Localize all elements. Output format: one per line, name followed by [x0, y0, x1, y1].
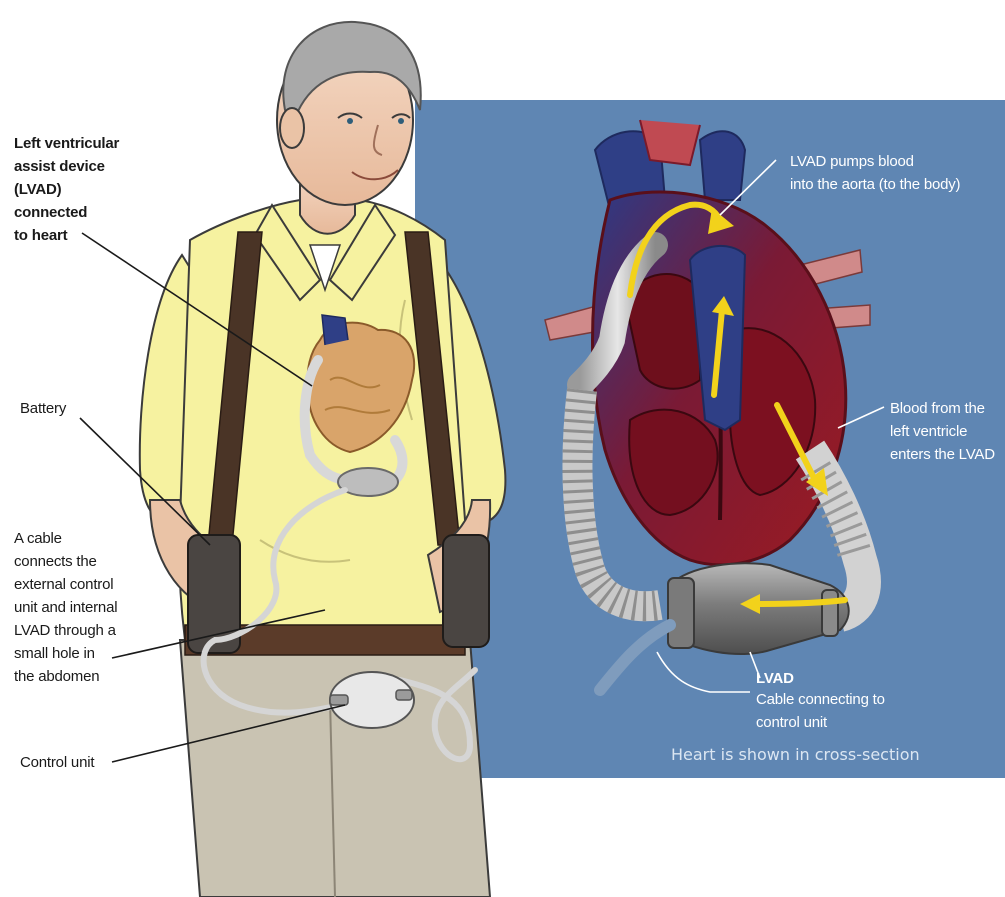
control-unit [330, 672, 414, 728]
label-lvad-title: LVAD [756, 667, 794, 690]
label-cable-to-control: Cable connecting to control unit [756, 688, 885, 734]
label-cross-section-note: Heart is shown in cross-section [671, 745, 920, 764]
torso-heart [305, 315, 414, 496]
label-pumps-blood: LVAD pumps blood into the aorta (to the … [790, 150, 960, 196]
label-cable-connects: A cable connects the external control un… [14, 527, 117, 688]
battery-right [443, 535, 489, 647]
label-battery: Battery [20, 397, 66, 420]
label-control-unit: Control unit [20, 751, 94, 774]
label-lvad-device: Left ventricular assist device (LVAD) co… [14, 132, 119, 247]
label-blood-from-ventricle: Blood from the left ventricle enters the… [890, 397, 995, 466]
